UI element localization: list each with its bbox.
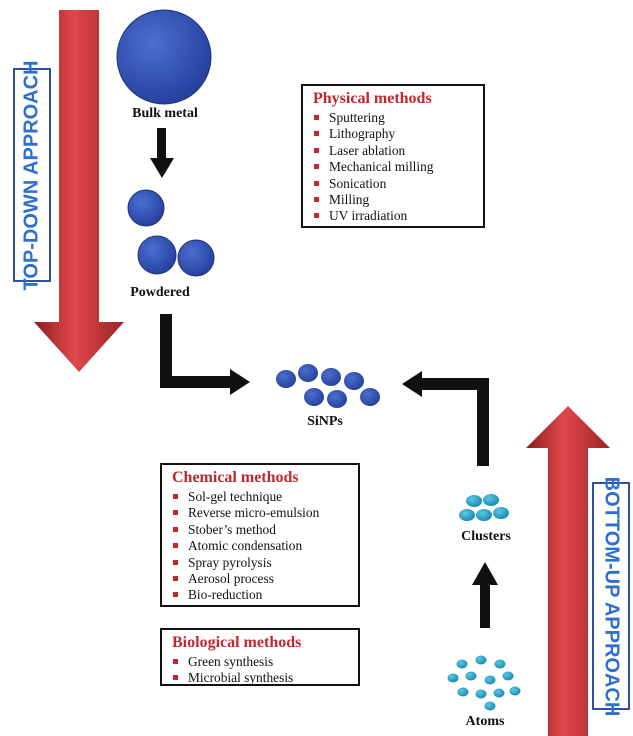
sinps-particles xyxy=(276,364,380,408)
powder-sphere xyxy=(177,239,215,277)
list-item: Sputtering xyxy=(313,110,475,126)
biological-methods-box: Biological methods Green synthesis Micro… xyxy=(160,628,360,686)
clusters-label: Clusters xyxy=(461,529,511,544)
top-down-arrow xyxy=(34,10,124,372)
chemical-methods-list: Sol-gel technique Reverse micro-emulsion… xyxy=(172,489,350,604)
list-item: Sol-gel technique xyxy=(172,489,350,505)
list-item: Bio-reduction xyxy=(172,587,350,603)
chemical-methods-title: Chemical methods xyxy=(172,469,299,486)
cluster-particles xyxy=(459,494,509,521)
bulk-metal-label: Bulk metal xyxy=(132,106,198,121)
biological-methods-title: Biological methods xyxy=(172,634,302,651)
physical-methods-title: Physical methods xyxy=(313,90,432,107)
powder-to-sinps-arrow xyxy=(160,314,250,395)
atom-particles xyxy=(447,655,521,711)
powdered-label: Powdered xyxy=(130,285,190,300)
list-item: Lithography xyxy=(313,126,475,142)
list-item: Milling xyxy=(313,192,475,208)
bulk-to-powder-arrow xyxy=(150,128,174,178)
sinps-label: SiNPs xyxy=(307,414,343,429)
physical-methods-list: Sputtering Lithography Laser ablation Me… xyxy=(313,110,475,225)
bottom-up-arrow xyxy=(526,406,610,736)
top-down-approach-text: TOP-DOWN APPROACH xyxy=(20,60,43,290)
list-item: Reverse micro-emulsion xyxy=(172,505,350,521)
biological-methods-list: Green synthesis Microbial synthesis xyxy=(172,654,350,687)
list-item: Green synthesis xyxy=(172,654,350,670)
bottom-up-approach-text: BOTTOM-UP APPROACH xyxy=(600,476,623,716)
list-item: UV irradiation xyxy=(313,208,475,224)
powder-sphere xyxy=(137,235,177,275)
atoms-label: Atoms xyxy=(465,714,505,729)
atoms-to-clusters-arrow xyxy=(472,562,498,628)
physical-methods-box: Physical methods Sputtering Lithography … xyxy=(301,84,485,228)
list-item: Sonication xyxy=(313,176,475,192)
list-item: Aerosol process xyxy=(172,571,350,587)
powder-sphere xyxy=(127,189,165,227)
list-item: Stober’s method xyxy=(172,522,350,538)
list-item: Laser ablation xyxy=(313,143,475,159)
bulk-metal-sphere xyxy=(116,9,212,105)
top-down-approach-label: TOP-DOWN APPROACH xyxy=(13,60,51,290)
bottom-up-approach-label: BOTTOM-UP APPROACH xyxy=(592,476,630,716)
chemical-methods-box: Chemical methods Sol-gel technique Rever… xyxy=(160,463,360,607)
list-item: Spray pyrolysis xyxy=(172,555,350,571)
list-item: Microbial synthesis xyxy=(172,670,350,686)
clusters-to-sinps-arrow xyxy=(402,371,489,466)
list-item: Mechanical milling xyxy=(313,159,475,175)
list-item: Atomic condensation xyxy=(172,538,350,554)
